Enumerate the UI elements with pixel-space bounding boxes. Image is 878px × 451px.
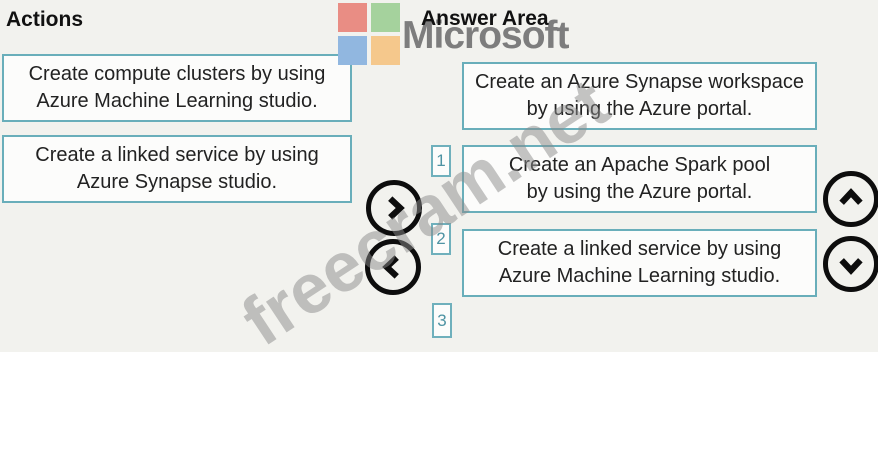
move-down-button[interactable]	[823, 236, 878, 292]
answer-slot-number-1: 1	[431, 145, 451, 177]
actions-heading: Actions	[6, 8, 84, 31]
logo-square-blue	[338, 36, 367, 65]
up-chevron-icon	[836, 184, 866, 214]
logo-square-green	[371, 3, 400, 32]
microsoft-logo-icon	[338, 3, 400, 65]
answer-item-spark-pool[interactable]: Create an Apache Spark pool by using the…	[462, 145, 817, 213]
right-chevron-icon	[379, 193, 409, 223]
answer-slot-number-3: 3	[432, 303, 452, 338]
microsoft-wordmark: Microsoft	[402, 14, 569, 57]
logo-square-orange	[371, 36, 400, 65]
move-up-button[interactable]	[823, 171, 878, 227]
logo-square-red	[338, 3, 367, 32]
move-right-button[interactable]	[366, 180, 422, 236]
answer-area-heading: Answer Area	[421, 7, 549, 30]
answer-item-synapse-workspace[interactable]: Create an Azure Synapse workspace by usi…	[462, 62, 817, 130]
down-chevron-icon	[836, 249, 866, 279]
action-item-compute-clusters[interactable]: Create compute clusters by using Azure M…	[2, 54, 352, 122]
left-chevron-icon	[378, 252, 408, 282]
action-item-linked-service-synapse[interactable]: Create a linked service by using Azure S…	[2, 135, 352, 203]
move-left-button[interactable]	[365, 239, 421, 295]
answer-slot-number-2: 2	[431, 223, 451, 255]
answer-item-linked-service-aml[interactable]: Create a linked service by using Azure M…	[462, 229, 817, 297]
